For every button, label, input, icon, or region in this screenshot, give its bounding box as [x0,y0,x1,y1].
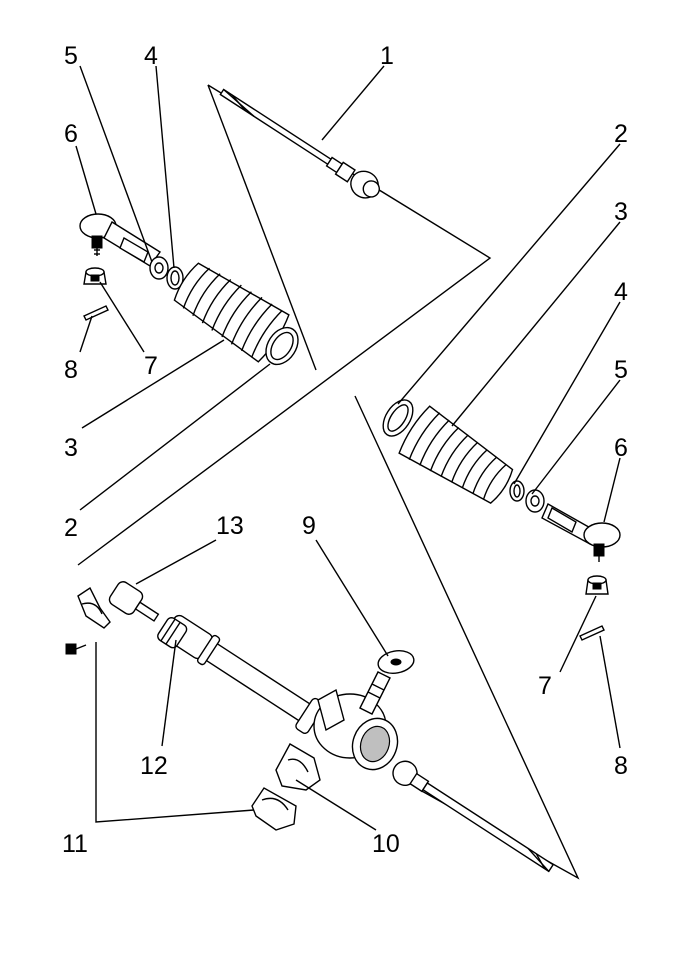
callout-13: 13 [216,512,244,540]
boot-left [173,262,290,363]
boot-clamp-small-right [509,480,525,502]
callout-3-left: 3 [64,434,78,462]
callout-5-right: 5 [614,356,628,384]
callout-8-right: 8 [614,752,628,780]
rack-bushing [108,581,160,622]
callout-3-right: 3 [614,198,628,226]
callout-6-right: 6 [614,434,628,462]
boot-clamp-large-left [265,326,299,366]
leader-lines [75,65,621,831]
callout-4-right: 4 [614,278,628,306]
callout-6-left: 6 [64,120,78,148]
boot-clamp-large-right [382,399,414,437]
mounting-bracket-upper [77,586,111,629]
callout-7-left: 7 [144,352,158,380]
steering-gear-housing [163,614,399,771]
jam-nut-right [525,489,545,513]
input-shaft-seal [377,650,415,674]
callout-12: 12 [140,752,168,780]
castle-nut-left [83,267,107,285]
jam-nut-left [149,256,169,280]
mounting-bolt [65,643,87,655]
callout-11: 11 [62,830,88,858]
inner-tie-rod-lower [392,760,555,873]
callout-5-left: 5 [64,42,78,70]
boot-clamp-small-left [166,266,184,290]
callout-2-right: 2 [614,120,628,148]
callout-10: 10 [372,830,400,858]
callout-4-left: 4 [144,42,158,70]
outer-tie-rod-boot-bearing [157,617,188,649]
mounting-insulator [275,743,321,791]
callout-8-left: 8 [64,356,78,384]
cotter-pin-left [83,305,109,321]
inner-tie-rod-upper [219,88,380,199]
callout-labels: 1 2 3 4 5 6 7 8 5 4 6 7 8 3 2 13 9 12 11… [62,42,628,858]
tie-rod-end-left [79,213,162,267]
boot-right [398,405,514,504]
mounting-bracket-lower [251,787,297,831]
tie-rod-end-right [541,503,621,562]
callout-9: 9 [302,512,316,540]
callout-1: 1 [380,42,394,70]
castle-nut-right [585,575,609,595]
callout-2-left: 2 [64,514,78,542]
cotter-pin-right [579,625,605,641]
callout-7-right: 7 [538,672,552,700]
